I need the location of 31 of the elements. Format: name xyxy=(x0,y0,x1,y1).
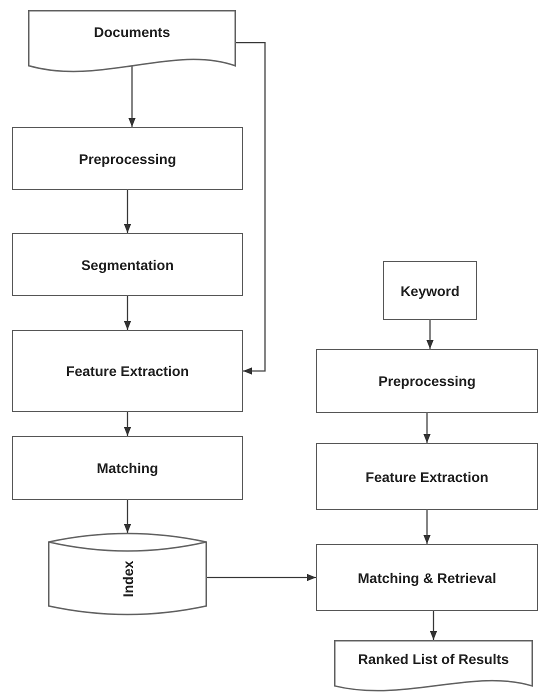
arrow xyxy=(124,412,132,436)
arrow xyxy=(124,500,132,533)
node-label: Matching xyxy=(96,460,158,476)
node-label: Segmentation xyxy=(81,256,174,272)
process-box xyxy=(12,330,243,412)
node-label: Preprocessing xyxy=(78,150,176,166)
arrow xyxy=(430,611,438,640)
arrow xyxy=(423,510,431,544)
process-box xyxy=(316,349,538,413)
node-label: Feature Extraction xyxy=(66,363,189,379)
arrow xyxy=(207,574,316,582)
node-label: Matching & Retrieval xyxy=(358,570,496,586)
process-box xyxy=(383,261,477,320)
node-label: Index xyxy=(120,560,136,598)
process-box xyxy=(316,443,538,510)
node-label: Keyword xyxy=(400,282,460,298)
process-box xyxy=(316,544,538,611)
process-box xyxy=(12,233,243,296)
arrow xyxy=(128,64,136,127)
arrow xyxy=(124,296,132,330)
node-label: Feature Extraction xyxy=(366,468,488,484)
arrow xyxy=(236,42,266,375)
arrow xyxy=(124,190,132,233)
process-box xyxy=(12,436,243,500)
arrow xyxy=(426,320,434,349)
node-label: Preprocessing xyxy=(378,373,476,389)
arrow xyxy=(423,413,431,443)
process-box xyxy=(12,127,243,190)
database-cylinder xyxy=(48,533,207,615)
node-label: Documents xyxy=(92,24,172,40)
node-label: Ranked List of Results xyxy=(357,651,510,668)
